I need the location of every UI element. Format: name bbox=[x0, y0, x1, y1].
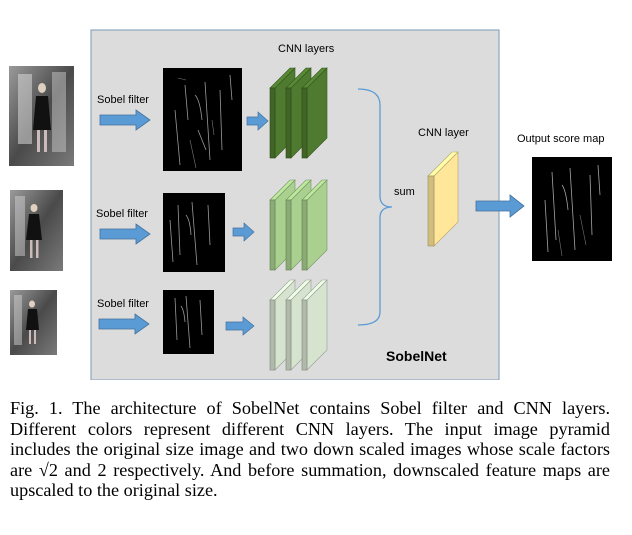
arrow-sobel-1 bbox=[246, 111, 269, 131]
sobel-map-3 bbox=[163, 290, 214, 354]
arrow-output bbox=[475, 194, 525, 218]
input-image-downscaled-sqrt2 bbox=[10, 190, 63, 271]
cnn-layer-row1-3 bbox=[301, 67, 328, 159]
arrow-input-2 bbox=[99, 223, 151, 245]
cnn-layer-label: CNN layer bbox=[418, 127, 469, 139]
input-image-downscaled-2 bbox=[10, 290, 57, 355]
sobel-filter-label-2: Sobel filter bbox=[96, 208, 148, 220]
output-score-map-label: Output score map bbox=[517, 133, 605, 145]
cnn-stack-row-1 bbox=[269, 67, 328, 159]
cnn-layer-fuse-slab bbox=[427, 151, 459, 247]
sobel-map-1 bbox=[163, 68, 242, 171]
arrow-sobel-3 bbox=[225, 316, 255, 336]
sobel-map-2 bbox=[163, 193, 225, 272]
input-image-original bbox=[9, 66, 74, 166]
cnn-stack-row-2 bbox=[269, 179, 328, 271]
arrow-input-1 bbox=[99, 109, 151, 131]
sobelnet-title: SobelNet bbox=[386, 348, 447, 364]
diagram-canvas bbox=[9, 29, 612, 381]
output-score-map bbox=[532, 157, 612, 261]
cnn-layer-row2-3 bbox=[301, 179, 328, 271]
architecture-diagram: Sobel filter Sobel filter Sobel filter C… bbox=[9, 29, 612, 381]
cnn-layer-fuse bbox=[427, 151, 459, 247]
cnn-stack-row-3 bbox=[269, 279, 328, 371]
sum-brace bbox=[357, 88, 393, 326]
sobel-filter-label-3: Sobel filter bbox=[97, 298, 149, 310]
figure-caption: Fig. 1. The architecture of SobelNet con… bbox=[10, 398, 610, 501]
sum-label: sum bbox=[394, 186, 415, 198]
arrow-input-3 bbox=[98, 313, 150, 335]
sobel-filter-label-1: Sobel filter bbox=[97, 94, 149, 106]
cnn-layers-label: CNN layers bbox=[278, 43, 335, 55]
arrow-sobel-2 bbox=[232, 222, 255, 242]
cnn-layer-row3-3 bbox=[301, 279, 328, 371]
